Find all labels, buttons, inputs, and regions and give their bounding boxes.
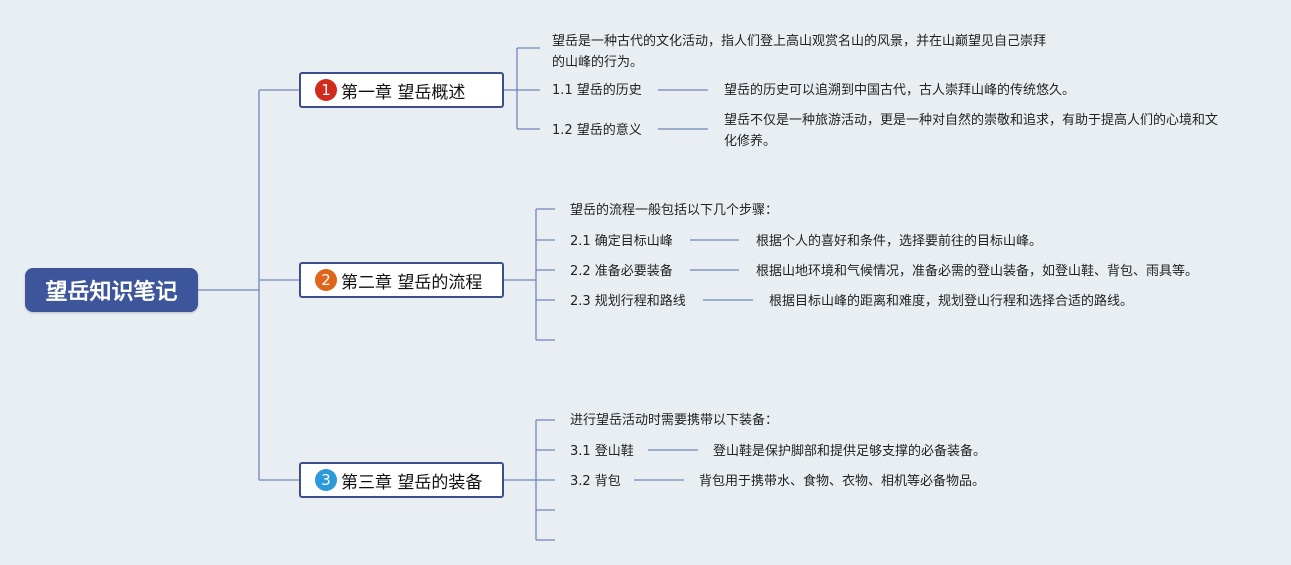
topic-2-1-detail[interactable]: 根据个人的喜好和条件，选择要前往的目标山峰。 (756, 234, 1043, 249)
chapter-1-node[interactable]: 1 第一章 望岳概述 (299, 72, 504, 108)
number-badge-icon: 1 (315, 79, 337, 101)
number-badge-icon: 2 (315, 269, 337, 291)
root-node[interactable]: 望岳知识笔记 (25, 268, 198, 312)
chapter-2-node[interactable]: 2 第二章 望岳的流程 (299, 262, 504, 298)
topic-2-2-detail[interactable]: 根据山地环境和气候情况，准备必需的登山装备，如登山鞋、背包、雨具等。 (756, 264, 1199, 279)
chapter-1-intro[interactable]: 望岳是一种古代的文化活动，指人们登上高山观赏名山的风景，并在山巅望见自己崇拜的山… (552, 34, 1047, 70)
topic-2-3-label[interactable]: 2.3 规划行程和路线 (570, 294, 686, 309)
chapter-3-title: 第三章 望岳的装备 (341, 472, 483, 493)
chapter-3-node[interactable]: 3 第三章 望岳的装备 (299, 462, 504, 498)
topic-2-1-label[interactable]: 2.1 确定目标山峰 (570, 234, 673, 249)
chapter-3-intro[interactable]: 进行望岳活动时需要携带以下装备： (570, 413, 779, 428)
topic-3-2-detail[interactable]: 背包用于携带水、食物、衣物、相机等必备物品。 (699, 474, 986, 489)
topic-1-2-label[interactable]: 1.2 望岳的意义 (552, 123, 642, 138)
topic-2-2-label[interactable]: 2.2 准备必要装备 (570, 264, 673, 279)
chapter-2-intro[interactable]: 望岳的流程一般包括以下几个步骤： (570, 203, 779, 218)
chapter-1-title: 第一章 望岳概述 (341, 82, 466, 103)
topic-1-1-detail[interactable]: 望岳的历史可以追溯到中国古代，古人崇拜山峰的传统悠久。 (724, 83, 1076, 98)
topic-3-1-label[interactable]: 3.1 登山鞋 (570, 444, 634, 459)
topic-2-3-detail[interactable]: 根据目标山峰的距离和难度，规划登山行程和选择合适的路线。 (769, 294, 1134, 309)
topic-3-2-label[interactable]: 3.2 背包 (570, 474, 621, 489)
topic-1-2-detail[interactable]: 望岳不仅是一种旅游活动，更是一种对自然的崇敬和追求，有助于提高人们的心境和文化修… (724, 113, 1219, 149)
topic-3-1-detail[interactable]: 登山鞋是保护脚部和提供足够支撑的必备装备。 (713, 444, 987, 459)
number-badge-icon: 3 (315, 469, 337, 491)
chapter-2-title: 第二章 望岳的流程 (341, 272, 483, 293)
topic-1-1-label[interactable]: 1.1 望岳的历史 (552, 83, 642, 98)
root-title: 望岳知识笔记 (45, 280, 178, 305)
